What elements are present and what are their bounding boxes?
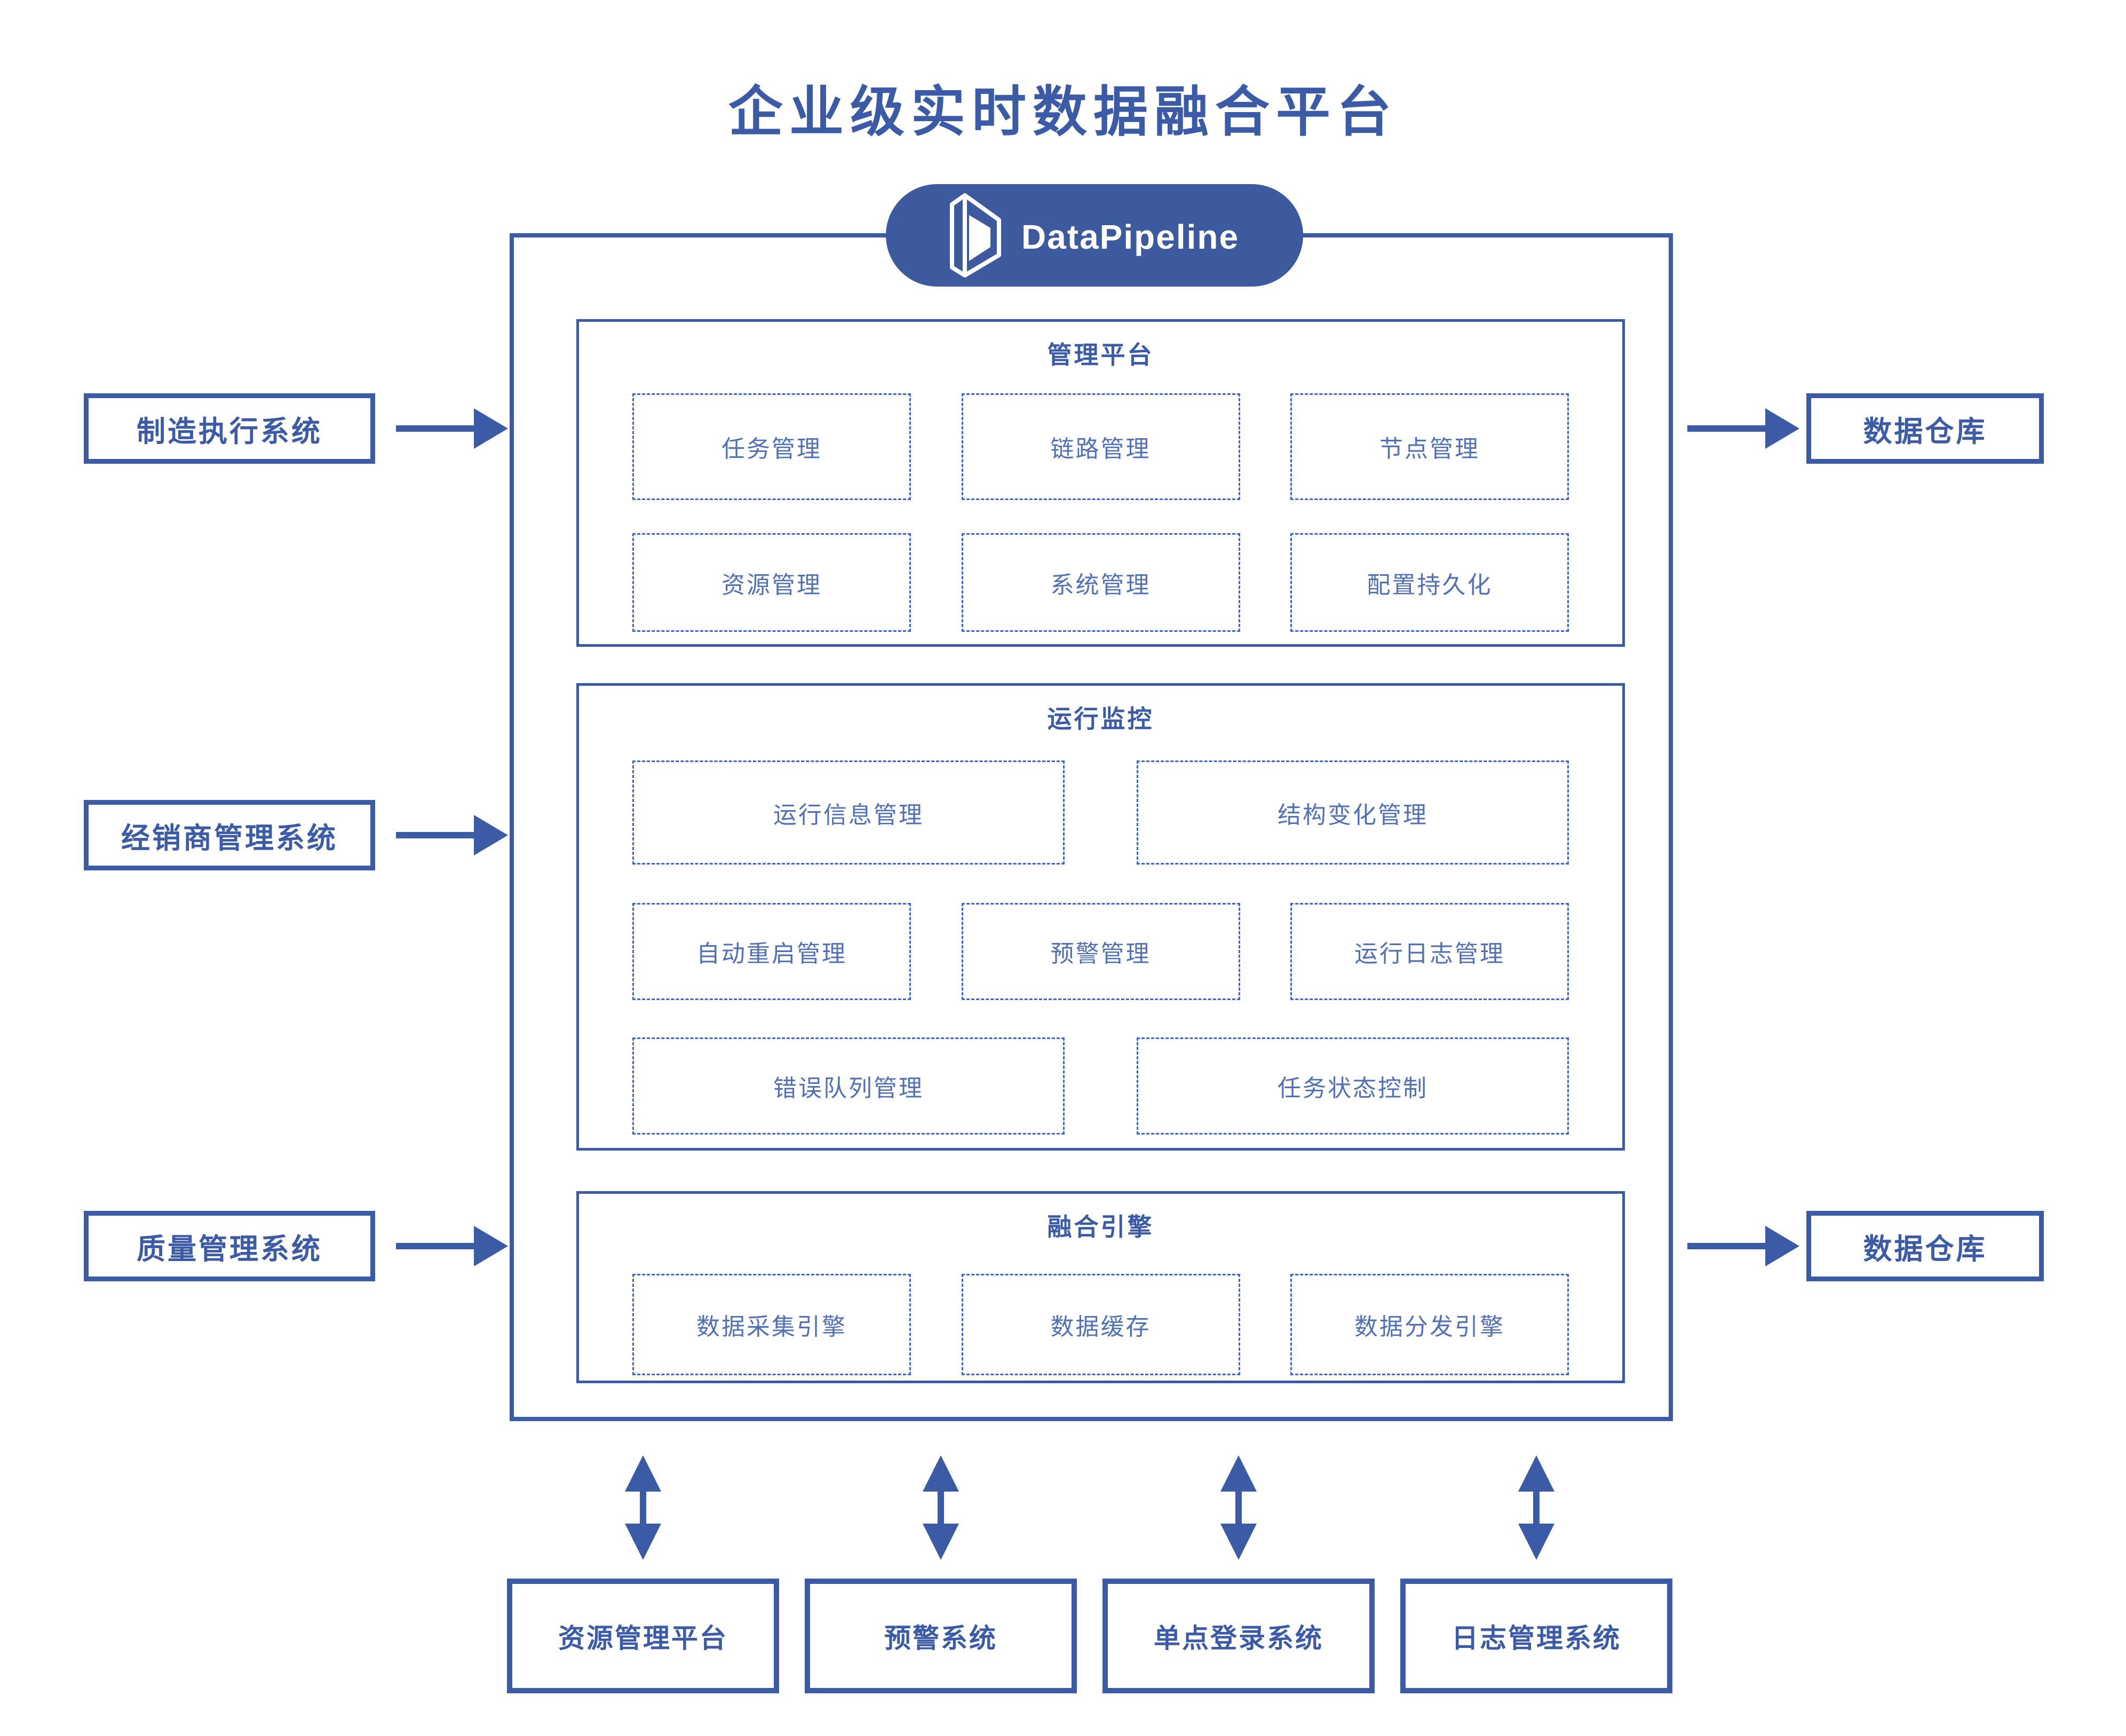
module-runtime-log-management: 运行日志管理 — [1290, 903, 1569, 1000]
external-alert-system: 预警系统 — [805, 1579, 1077, 1693]
arrow-platform-resource-mgmt-icon — [622, 1455, 664, 1560]
datapipeline-cube-icon — [949, 193, 1001, 278]
badge-label: DataPipeline — [1021, 218, 1240, 256]
module-schema-change-management: 结构变化管理 — [1137, 760, 1569, 865]
engine-row-1: 数据采集引擎 数据缓存 数据分发引擎 — [579, 1274, 1622, 1375]
management-row-1: 任务管理 链路管理 节点管理 — [579, 393, 1622, 500]
module-config-persistence: 配置持久化 — [1290, 533, 1569, 632]
arrow-dms-to-platform-icon — [396, 814, 508, 857]
module-data-distribution-engine: 数据分发引擎 — [1290, 1274, 1569, 1375]
module-data-collection-engine: 数据采集引擎 — [632, 1274, 911, 1375]
monitoring-row-1: 运行信息管理 结构变化管理 — [579, 760, 1622, 865]
monitoring-row-2: 自动重启管理 预警管理 运行日志管理 — [579, 903, 1622, 1000]
section-title: 管理平台 — [1047, 341, 1154, 369]
source-system-mes: 制造执行系统 — [84, 393, 375, 464]
module-resource-management: 资源管理 — [632, 533, 911, 632]
arrow-platform-log-mgmt-icon — [1515, 1455, 1558, 1560]
external-log-management-system: 日志管理系统 — [1400, 1579, 1672, 1693]
monitoring-row-3: 错误队列管理 任务状态控制 — [579, 1037, 1622, 1135]
section-operation-monitoring: 运行监控 运行信息管理 结构变化管理 自动重启管理 预警管理 运行日志管理 错误… — [576, 683, 1625, 1151]
module-alert-management: 预警管理 — [961, 903, 1240, 1000]
module-task-state-control: 任务状态控制 — [1137, 1037, 1569, 1135]
page-title: 企业级实时数据融合平台 — [728, 82, 1398, 142]
arrow-qms-to-platform-icon — [396, 1225, 508, 1267]
external-sso-system: 单点登录系统 — [1102, 1579, 1375, 1693]
arrow-platform-sso-icon — [1217, 1455, 1260, 1560]
module-runtime-info-management: 运行信息管理 — [632, 760, 1065, 865]
section-title: 融合引擎 — [1047, 1213, 1154, 1241]
arrow-platform-to-warehouse-top-icon — [1687, 407, 1799, 450]
source-system-qms: 质量管理系统 — [84, 1211, 375, 1281]
target-data-warehouse-bottom: 数据仓库 — [1806, 1211, 2044, 1281]
section-management-platform: 管理平台 任务管理 链路管理 节点管理 资源管理 系统管理 配置持久化 — [576, 319, 1625, 647]
module-error-queue-management: 错误队列管理 — [632, 1037, 1065, 1135]
datapipeline-badge: DataPipeline — [886, 184, 1303, 287]
source-system-dms: 经销商管理系统 — [84, 800, 375, 870]
module-data-cache: 数据缓存 — [961, 1274, 1240, 1375]
external-resource-management-platform: 资源管理平台 — [507, 1579, 779, 1693]
target-data-warehouse-top: 数据仓库 — [1806, 393, 2044, 464]
management-row-2: 资源管理 系统管理 配置持久化 — [579, 533, 1622, 632]
section-title: 运行监控 — [1047, 705, 1154, 733]
module-task-management: 任务管理 — [632, 393, 911, 500]
module-node-management: 节点管理 — [1290, 393, 1569, 500]
arrow-platform-alert-system-icon — [919, 1455, 962, 1560]
arrow-platform-to-warehouse-bottom-icon — [1687, 1225, 1799, 1267]
module-system-management: 系统管理 — [961, 533, 1240, 632]
module-auto-restart-management: 自动重启管理 — [632, 903, 911, 1000]
section-fusion-engine: 融合引擎 数据采集引擎 数据缓存 数据分发引擎 — [576, 1191, 1625, 1383]
module-link-management: 链路管理 — [961, 393, 1240, 500]
arrow-mes-to-platform-icon — [396, 407, 508, 450]
